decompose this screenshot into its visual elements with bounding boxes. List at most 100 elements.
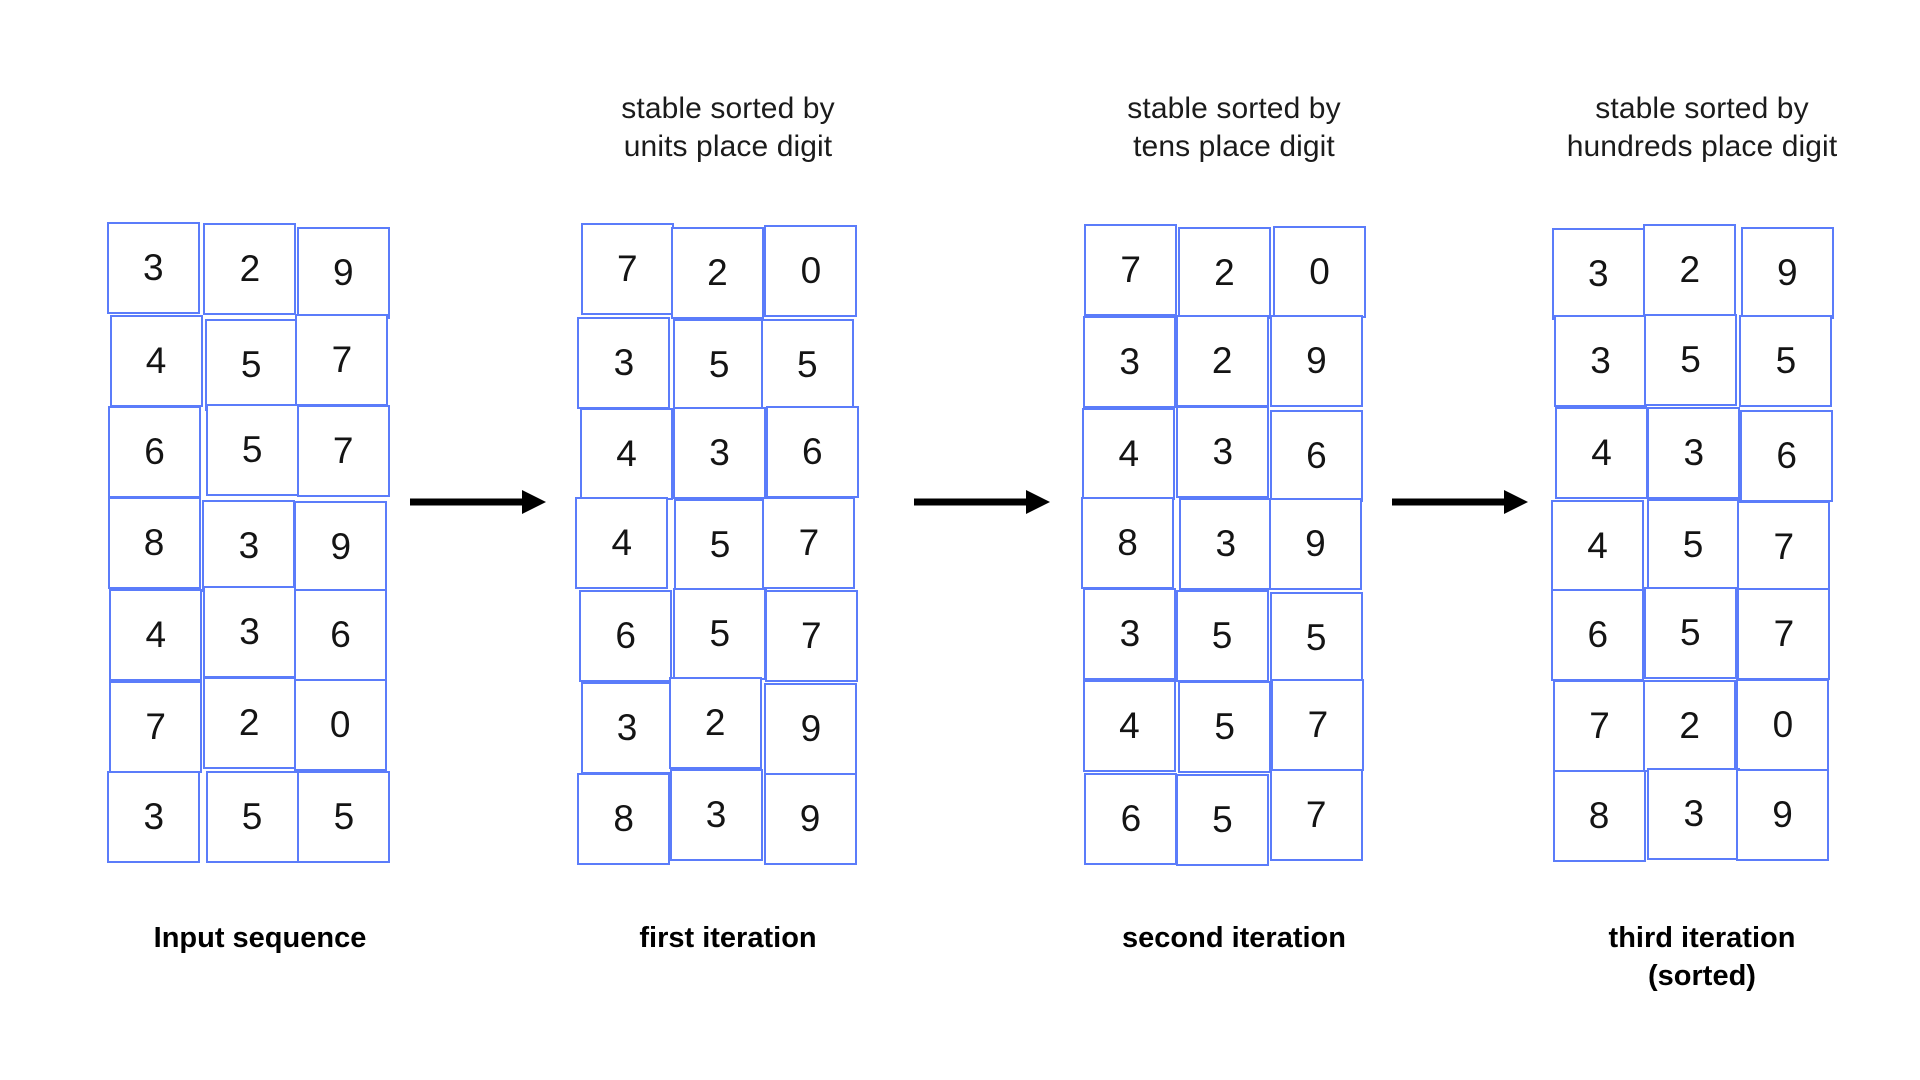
digit-cell: 5 xyxy=(760,319,854,412)
digit-cell: 3 xyxy=(107,770,201,863)
digit-cell: 3 xyxy=(1083,587,1177,680)
digit-cell: 4 xyxy=(1082,679,1176,772)
digit-cell: 7 xyxy=(109,681,203,774)
digit-cell: 2 xyxy=(202,677,296,770)
digit-cell: 5 xyxy=(1269,591,1363,684)
right-arrow-icon xyxy=(1390,487,1530,517)
digit-cell: 2 xyxy=(1643,680,1737,772)
digit-cell: 9 xyxy=(1269,314,1363,407)
digit-cell: 6 xyxy=(1269,409,1363,502)
stage-header-second-iteration: stable sorted by tens place digit xyxy=(1127,92,1341,164)
right-arrow-icon xyxy=(912,487,1052,517)
digit-cell: 9 xyxy=(296,227,390,320)
digit-cell: 7 xyxy=(295,314,389,407)
digit-cell: 3 xyxy=(669,769,763,862)
digit-cell: 3 xyxy=(580,682,674,775)
digit-cell: 7 xyxy=(762,497,856,590)
digit-cell: 5 xyxy=(297,770,391,863)
digit-cell: 3 xyxy=(1176,405,1270,498)
digit-cell: 4 xyxy=(109,588,203,681)
digit-cell: 5 xyxy=(1644,313,1738,406)
stage-caption-input: Input sequence xyxy=(153,922,367,954)
stage-header-first-iteration: stable sorted by units place digit xyxy=(621,92,835,164)
digit-cell: 7 xyxy=(764,590,858,683)
digit-cell: 7 xyxy=(296,404,390,497)
digit-cell: 4 xyxy=(1082,408,1176,501)
stage-caption-first-iteration: first iteration xyxy=(639,922,817,954)
digit-cell: 5 xyxy=(672,318,766,411)
digit-cell: 0 xyxy=(1273,225,1367,318)
digit-cell: 7 xyxy=(1271,679,1365,772)
digit-cell: 8 xyxy=(1081,497,1175,590)
digit-cell: 9 xyxy=(763,772,857,865)
digit-cell: 3 xyxy=(203,586,297,679)
digit-cell: 5 xyxy=(1175,590,1269,683)
digit-cell: 0 xyxy=(764,224,858,317)
stage-header-third-iteration: stable sorted by hundreds place digit xyxy=(1566,92,1838,164)
digit-cell: 5 xyxy=(673,499,767,592)
digit-cell: 0 xyxy=(1736,679,1830,772)
digit-cell: 8 xyxy=(577,773,671,866)
digit-cell: 9 xyxy=(1268,498,1362,591)
digit-cell: 5 xyxy=(1739,315,1833,408)
digit-cell: 5 xyxy=(673,587,767,680)
digit-cell: 6 xyxy=(765,405,859,498)
digit-cell: 9 xyxy=(1736,768,1830,861)
right-arrow-icon xyxy=(408,487,548,517)
digit-cell: 5 xyxy=(205,404,299,497)
digit-cell: 4 xyxy=(1551,500,1645,593)
digit-cell: 6 xyxy=(108,405,202,498)
digit-cell: 9 xyxy=(764,682,858,775)
digit-cell: 2 xyxy=(203,222,297,315)
digit-cell: 2 xyxy=(1643,223,1737,316)
stage-caption-third-iteration: third iteration (sorted) xyxy=(1608,922,1796,992)
digit-cell: 3 xyxy=(1647,768,1741,861)
digit-cell: 5 xyxy=(204,319,298,412)
digit-cell: 7 xyxy=(1084,223,1178,316)
digit-cell: 3 xyxy=(577,317,671,410)
digit-cell: 5 xyxy=(1643,586,1737,679)
digit-cell: 8 xyxy=(1552,770,1646,863)
digit-cell: 3 xyxy=(106,221,200,314)
digit-cell: 3 xyxy=(1647,407,1741,500)
digit-cell: 7 xyxy=(1553,679,1646,772)
digit-cell: 5 xyxy=(1646,498,1740,591)
digit-cell: 9 xyxy=(294,500,388,593)
digit-cell: 7 xyxy=(1737,588,1831,681)
digit-cell: 7 xyxy=(1737,500,1831,593)
digit-cell: 9 xyxy=(1740,226,1834,319)
digit-cell: 2 xyxy=(670,227,764,320)
digit-cell: 3 xyxy=(202,499,296,592)
digit-cell: 2 xyxy=(1177,226,1271,319)
digit-cell: 6 xyxy=(1551,588,1645,681)
digit-cell: 0 xyxy=(293,678,387,771)
digit-cell: 3 xyxy=(1083,316,1177,409)
digit-cell: 7 xyxy=(580,223,674,316)
digit-cell: 6 xyxy=(294,588,388,681)
digit-cell: 4 xyxy=(1555,407,1649,500)
digit-cell: 2 xyxy=(1175,315,1269,408)
digit-cell: 3 xyxy=(1554,314,1648,407)
digit-cell: 2 xyxy=(668,677,762,770)
stage-caption-second-iteration: second iteration xyxy=(1122,922,1346,954)
digit-cell: 4 xyxy=(580,407,674,500)
digit-cell: 7 xyxy=(1269,769,1363,862)
digit-cell: 4 xyxy=(109,315,203,408)
digit-cell: 3 xyxy=(1551,228,1645,321)
digit-cell: 8 xyxy=(107,497,201,590)
digit-cell: 6 xyxy=(1084,773,1178,866)
digit-cell: 3 xyxy=(1179,497,1273,590)
digit-cell: 6 xyxy=(1740,409,1834,502)
digit-cell: 5 xyxy=(205,770,299,863)
digit-cell: 5 xyxy=(1178,680,1272,773)
digit-cell: 4 xyxy=(575,496,669,589)
